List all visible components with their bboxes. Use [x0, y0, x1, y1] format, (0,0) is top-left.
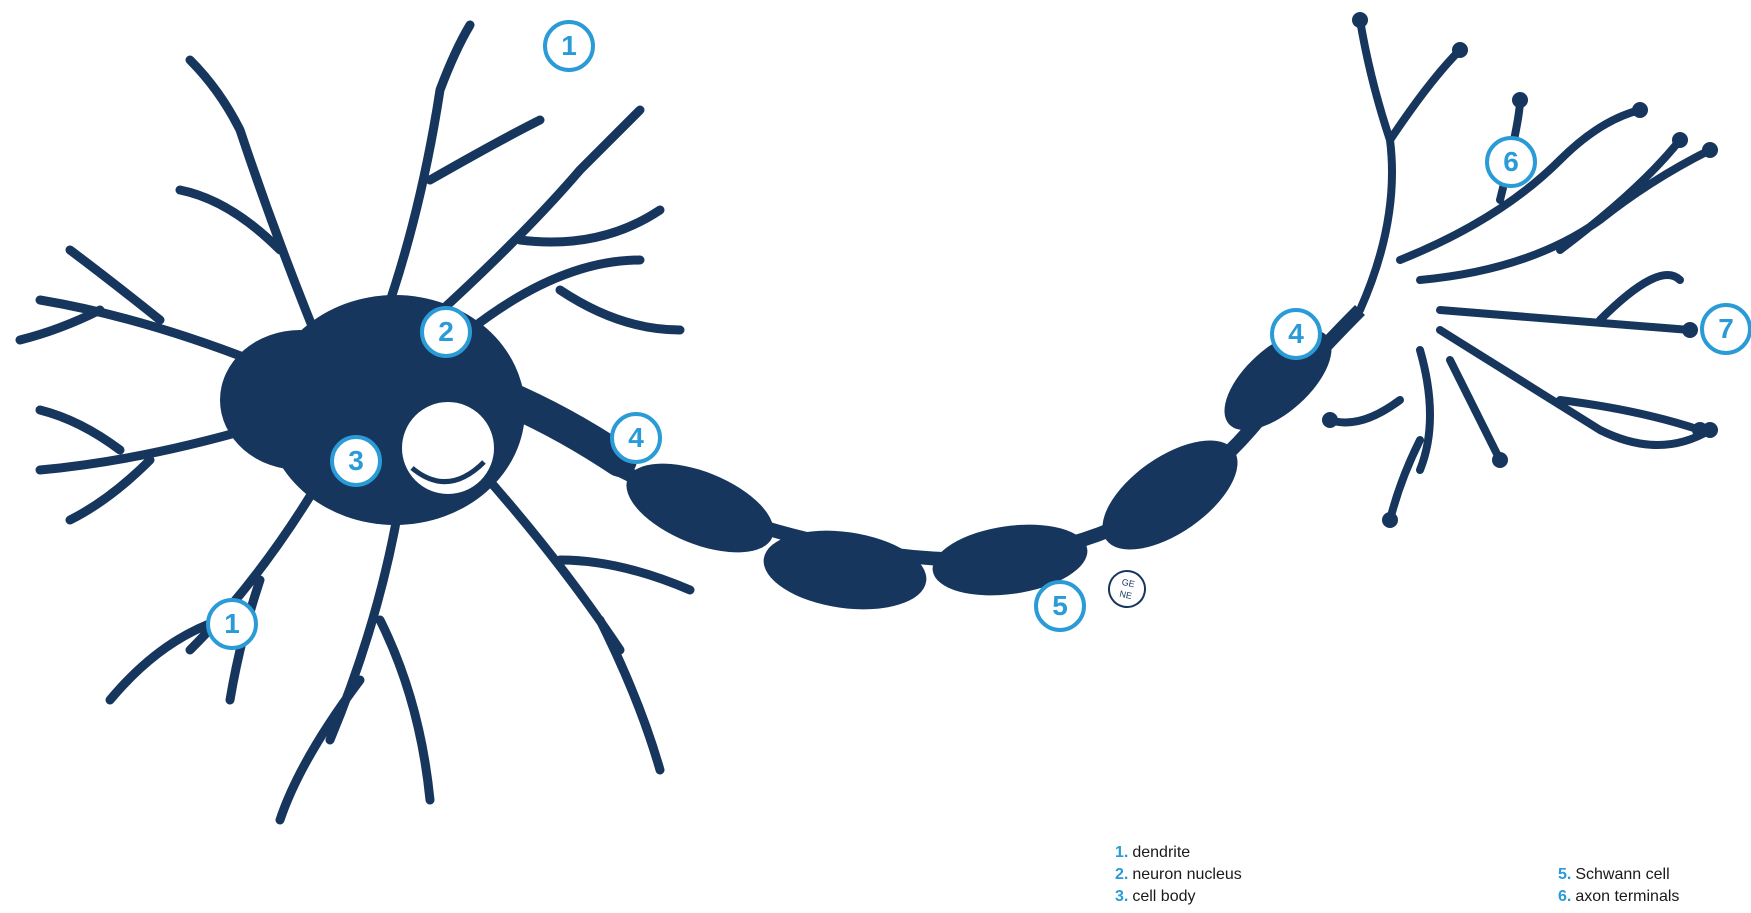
legend-number: 1. [1115, 844, 1128, 861]
callout-marker: 7 [1700, 303, 1751, 355]
dendrite-branch [110, 480, 320, 700]
callout-marker: 3 [330, 435, 382, 487]
legend-label: neuron nucleus [1132, 866, 1241, 883]
axon-terminal-bulb [1322, 412, 1338, 428]
legend-item: 5.Schwann cell [1558, 864, 1679, 886]
axon-terminal-bulb [1382, 512, 1398, 528]
legend-number: 6. [1558, 888, 1571, 905]
legend-item: 6.axon terminals [1558, 886, 1679, 908]
callout-marker: 6 [1485, 136, 1537, 188]
axon-terminal-bulb [1702, 142, 1718, 158]
axon-terminal-branch [1330, 350, 1430, 520]
legend-right: 5.Schwann cell 6.axon terminals [1558, 864, 1679, 908]
callout-marker: 2 [420, 306, 472, 358]
dendrite-branch [420, 110, 660, 330]
axon-terminal-bulb [1512, 92, 1528, 108]
legend-label: dendrite [1132, 844, 1190, 861]
axon-terminal-bulb [1682, 322, 1698, 338]
axon-terminal-branch [1360, 20, 1460, 310]
dendrite-branch [180, 60, 330, 370]
legend-number: 5. [1558, 866, 1571, 883]
myelin-sheaths [614, 312, 1348, 619]
axon-shape [614, 310, 1360, 619]
callout-marker: 1 [206, 598, 258, 650]
legend-number: 3. [1115, 888, 1128, 905]
axon-terminal-branch [1450, 360, 1500, 460]
myelin-sheath [614, 445, 786, 570]
axon-terminal-bulb [1672, 132, 1688, 148]
axon-terminal-bulb [1452, 42, 1468, 58]
axon-terminal-branch [1440, 275, 1690, 330]
dendrite-branch [280, 500, 430, 820]
axon-terminal-branch [1420, 140, 1710, 280]
axon-terminal-branches [1322, 12, 1718, 528]
legend-item: 2.neuron nucleus [1115, 864, 1242, 886]
dendrite-branch [380, 25, 540, 330]
axon-terminal-bulb [1702, 422, 1718, 438]
axon-terminal-bulb [1632, 102, 1648, 118]
callout-marker: 5 [1034, 580, 1086, 632]
legend-label: cell body [1132, 888, 1195, 905]
axon-terminal-bulb [1492, 452, 1508, 468]
callout-marker: 4 [1270, 308, 1322, 360]
dendrite-branch [470, 260, 680, 330]
legend-label: Schwann cell [1575, 866, 1669, 883]
legend-number: 2. [1115, 866, 1128, 883]
callout-marker: 1 [543, 20, 595, 72]
legend-item: 1.dendrite [1115, 842, 1242, 864]
callout-marker: 4 [610, 412, 662, 464]
legend-item: 3.cell body [1115, 886, 1242, 908]
axon-terminal-bulb [1352, 12, 1368, 28]
legend-label: axon terminals [1575, 888, 1679, 905]
legend-left: 1.dendrite 2.neuron nucleus 3.cell body [1115, 842, 1242, 908]
